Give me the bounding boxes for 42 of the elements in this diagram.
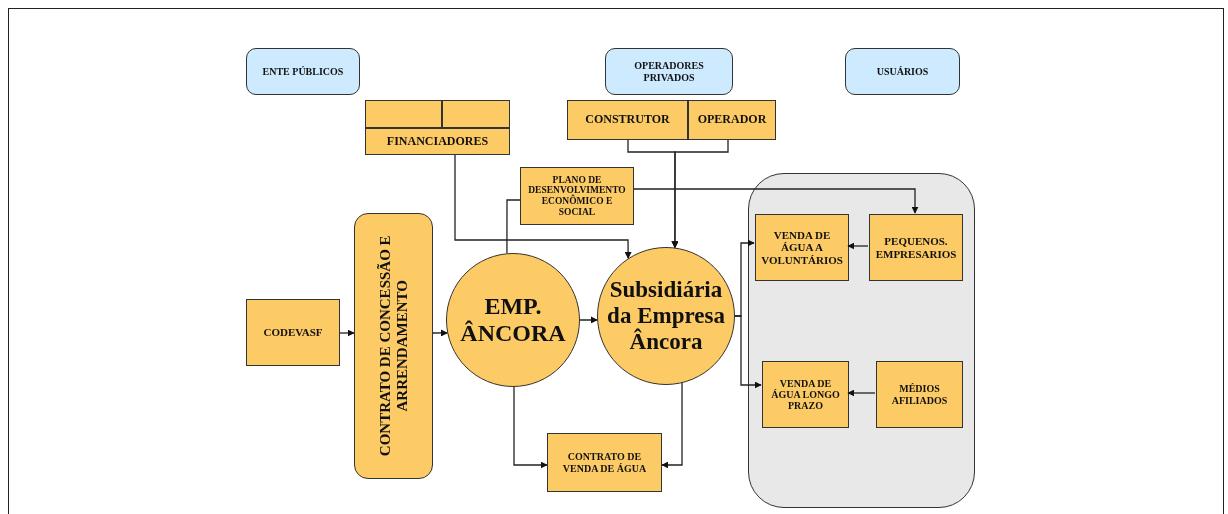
contract-box (354, 213, 433, 479)
node-label: USUÁRIOS (875, 65, 930, 78)
group-header-box (845, 48, 960, 95)
connector-arrow (734, 315, 762, 389)
node-label: CONTRATO DE CONCESSÃO E ARRENDAMENTO (376, 234, 411, 459)
node-label: MÉDIOS AFILIADOS (890, 383, 949, 406)
process-box (547, 433, 662, 492)
connector-arrow (579, 316, 598, 324)
process-box (688, 100, 776, 140)
connector-arrow (847, 389, 876, 397)
connector-arrow (432, 329, 448, 337)
node-label: OPERADOR (696, 113, 768, 127)
node-label: Subsidiária da Empresa Âncora (606, 277, 726, 355)
process-box (762, 361, 849, 428)
node-label: ENTE PÚBLICOS (261, 65, 345, 78)
process-box (520, 167, 634, 225)
node-label: PEQUENOS. EMPRESARIOS (874, 235, 958, 260)
process-box (869, 214, 963, 281)
connector-arrow (339, 329, 355, 337)
node-label: VENDA DE ÁGUA A VOLUNTÁRIOS (760, 229, 844, 266)
node-label: CODEVASF (262, 326, 324, 339)
node-label: VENDA DE ÁGUA LONGO PRAZO (770, 377, 841, 412)
process-box (246, 299, 340, 366)
connector-arrow (633, 188, 919, 214)
node-label: PLANO DE DESENVOLVIMENTO ECONÔMICO E SOCIAL (527, 174, 627, 218)
connector-arrow (513, 386, 548, 469)
group-header-box (246, 48, 360, 95)
process-box (876, 361, 963, 428)
connector-arrow (847, 242, 869, 250)
node-label: CONSTRUTOR (584, 113, 671, 127)
node-label: OPERADORES PRIVADOS (633, 60, 705, 83)
group-panel (748, 173, 975, 508)
process-box (755, 214, 849, 281)
connector-arrow (671, 139, 729, 249)
process-box (567, 100, 688, 140)
node-label: FINANCIADORES (385, 134, 490, 149)
connector-arrow (661, 382, 683, 469)
node-label: CONTRATO DE VENDA DE ÁGUA (561, 451, 648, 474)
process-box (365, 128, 510, 155)
connector-arrow (454, 154, 632, 259)
group-header-box (605, 48, 733, 95)
node-label: EMP. ÂNCORA (459, 293, 567, 347)
